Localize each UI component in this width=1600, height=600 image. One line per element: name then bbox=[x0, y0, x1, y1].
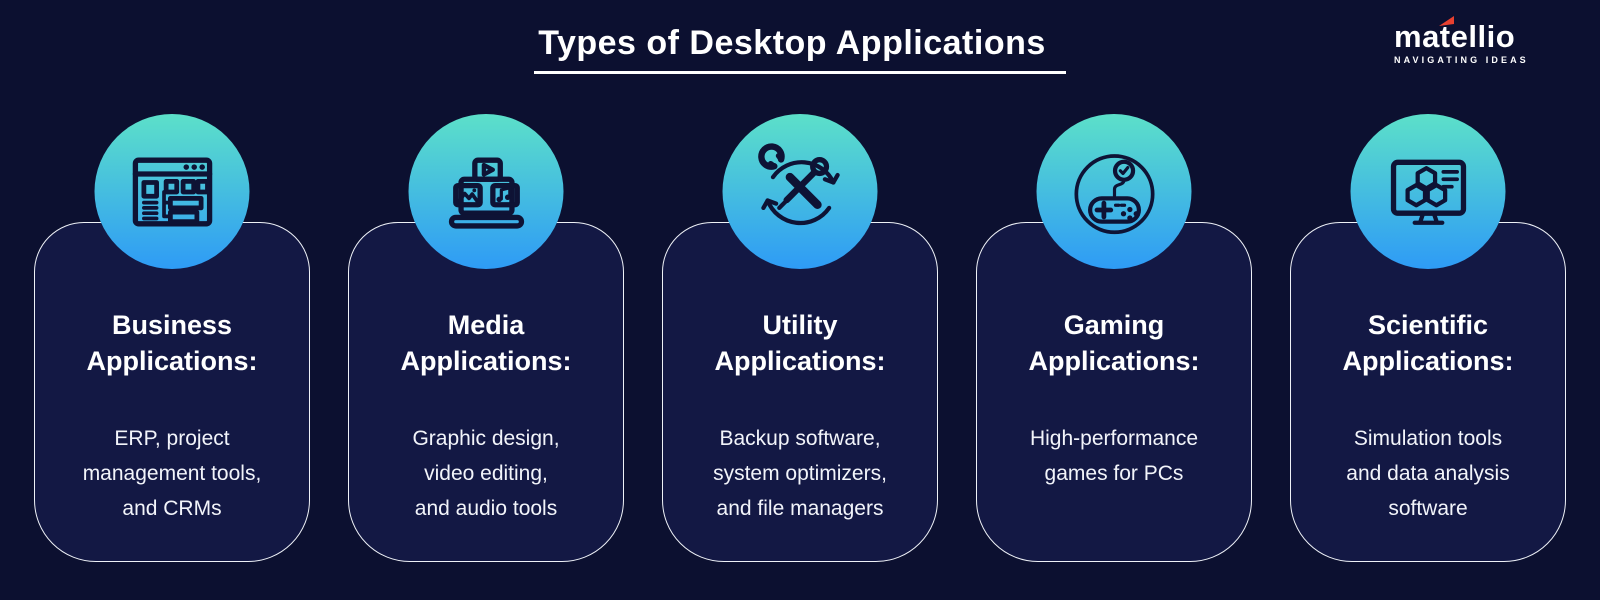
card-description: Backup software, system optimizers, and … bbox=[713, 427, 887, 520]
matellio-logo: matellio NAVIGATING IDEAS bbox=[1394, 16, 1534, 65]
cards-row: Business Applications: ERP, project mana… bbox=[34, 114, 1566, 562]
card-title: Business Applications: bbox=[86, 310, 258, 376]
media-laptop-icon bbox=[448, 157, 524, 229]
card-title: Scientific Applications: bbox=[1342, 310, 1514, 376]
card-circle bbox=[408, 114, 564, 269]
card-description: Graphic design, video editing, and audio… bbox=[412, 427, 560, 520]
card-scientific-applications: Scientific Applications: Simulation tool… bbox=[1290, 114, 1566, 562]
card-description: ERP, project management tools, and CRMs bbox=[82, 427, 262, 520]
monitor-molecule-icon bbox=[1390, 159, 1466, 225]
logo-flag-icon bbox=[1439, 16, 1454, 26]
card-circle bbox=[1350, 114, 1506, 269]
card-title: Media Applications: bbox=[400, 310, 572, 376]
card-circle bbox=[94, 114, 250, 269]
wrench-screwdriver-icon bbox=[757, 142, 840, 225]
logo-tagline: NAVIGATING IDEAS bbox=[1394, 55, 1529, 65]
gamepad-icon bbox=[1073, 153, 1155, 234]
card-title: Gaming Applications: bbox=[1028, 310, 1200, 376]
header: Types of Desktop Applications bbox=[0, 24, 1600, 74]
card-circle bbox=[1036, 114, 1192, 269]
window-hierarchy-icon bbox=[132, 157, 212, 226]
card-utility-applications: Utility Applications: Backup software, s… bbox=[662, 114, 938, 562]
logo-wordmark: matellio bbox=[1394, 16, 1534, 54]
card-description: High-performance games for PCs bbox=[1029, 427, 1199, 485]
card-gaming-applications: Gaming Applications: High-performance ga… bbox=[976, 114, 1252, 562]
card-title: Utility Applications: bbox=[714, 310, 886, 376]
card-circle bbox=[722, 114, 878, 269]
page-title: Types of Desktop Applications bbox=[534, 24, 1066, 74]
card-media-applications: Media Applications: Graphic design, vide… bbox=[348, 114, 624, 562]
card-business-applications: Business Applications: ERP, project mana… bbox=[34, 114, 310, 562]
logo-wordmark-text: matellio bbox=[1394, 19, 1516, 54]
card-description: Simulation tools and data analysis softw… bbox=[1346, 427, 1510, 520]
